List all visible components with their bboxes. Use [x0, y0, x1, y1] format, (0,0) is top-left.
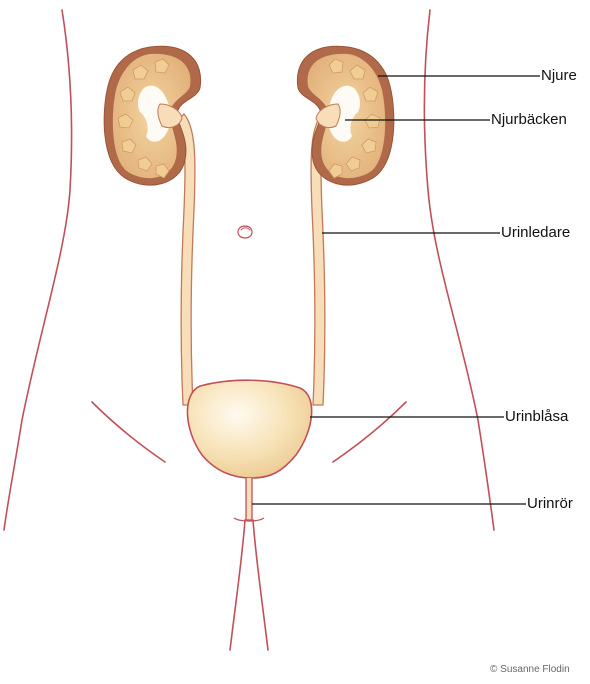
bladder-label: Urinblåsa — [505, 408, 568, 426]
image-credit: © Susanne Flodin — [490, 664, 570, 675]
urethra-label: Urinrör — [527, 495, 573, 513]
right-leg-inner-line — [253, 520, 268, 650]
torso-right-edge — [424, 10, 494, 530]
navel-crease — [241, 228, 250, 230]
kidney-label: Njure — [541, 67, 577, 85]
urethra — [234, 478, 264, 521]
left-leg-inner-line — [230, 520, 245, 650]
ureter-label: Urinledare — [501, 224, 570, 242]
body-outline — [4, 10, 494, 650]
renal-pelvis-label: Njurbäcken — [491, 111, 567, 129]
bladder — [187, 380, 311, 478]
groin-left-line — [92, 402, 165, 462]
ureters — [176, 114, 330, 405]
torso-left-edge — [4, 10, 72, 530]
groin-right-line — [333, 402, 406, 462]
